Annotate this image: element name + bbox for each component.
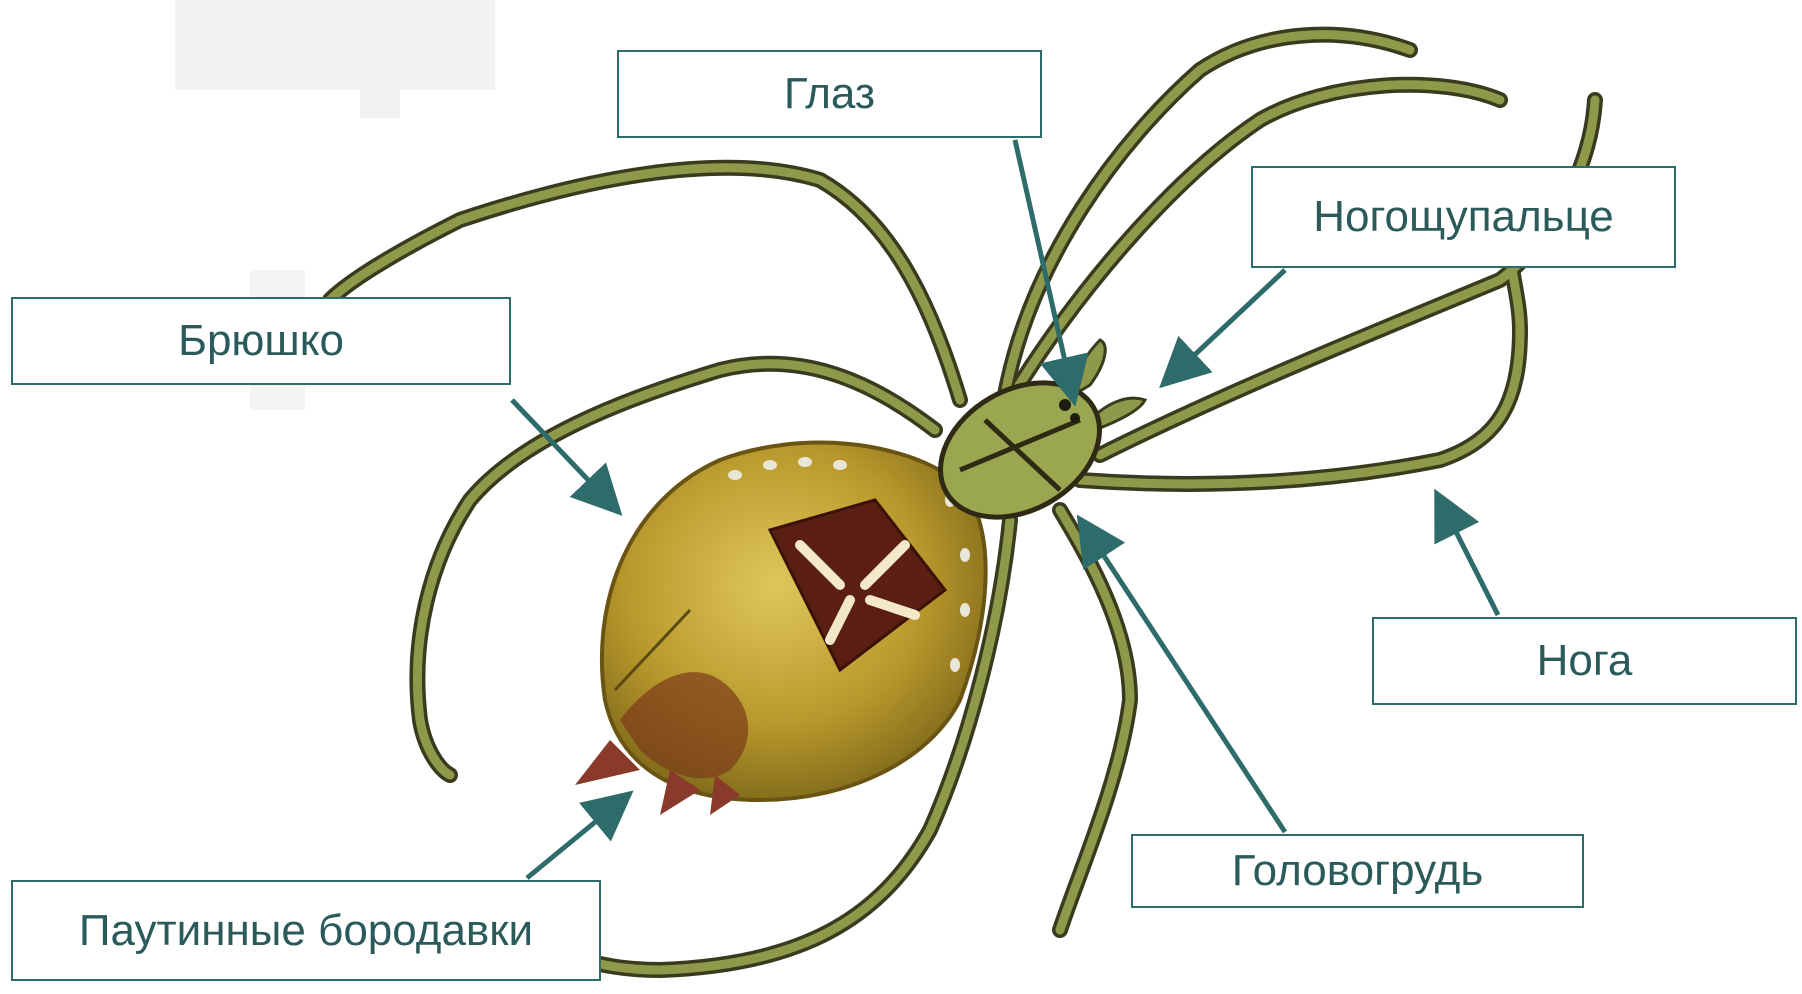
arrow-pedipalp	[1170, 270, 1285, 378]
label-abdomen: Брюшко	[11, 297, 511, 385]
label-pedipalp: Ногощупальце	[1251, 166, 1676, 268]
spider-abdomen	[602, 443, 986, 800]
arrow-spinnerets	[527, 800, 622, 878]
label-cephalothorax: Головогрудь	[1131, 834, 1584, 908]
label-leg: Нога	[1372, 617, 1797, 705]
label-eye: Глаз	[617, 50, 1042, 138]
arrow-leg	[1441, 502, 1498, 615]
label-spinnerets: Паутинные бородавки	[11, 880, 601, 981]
